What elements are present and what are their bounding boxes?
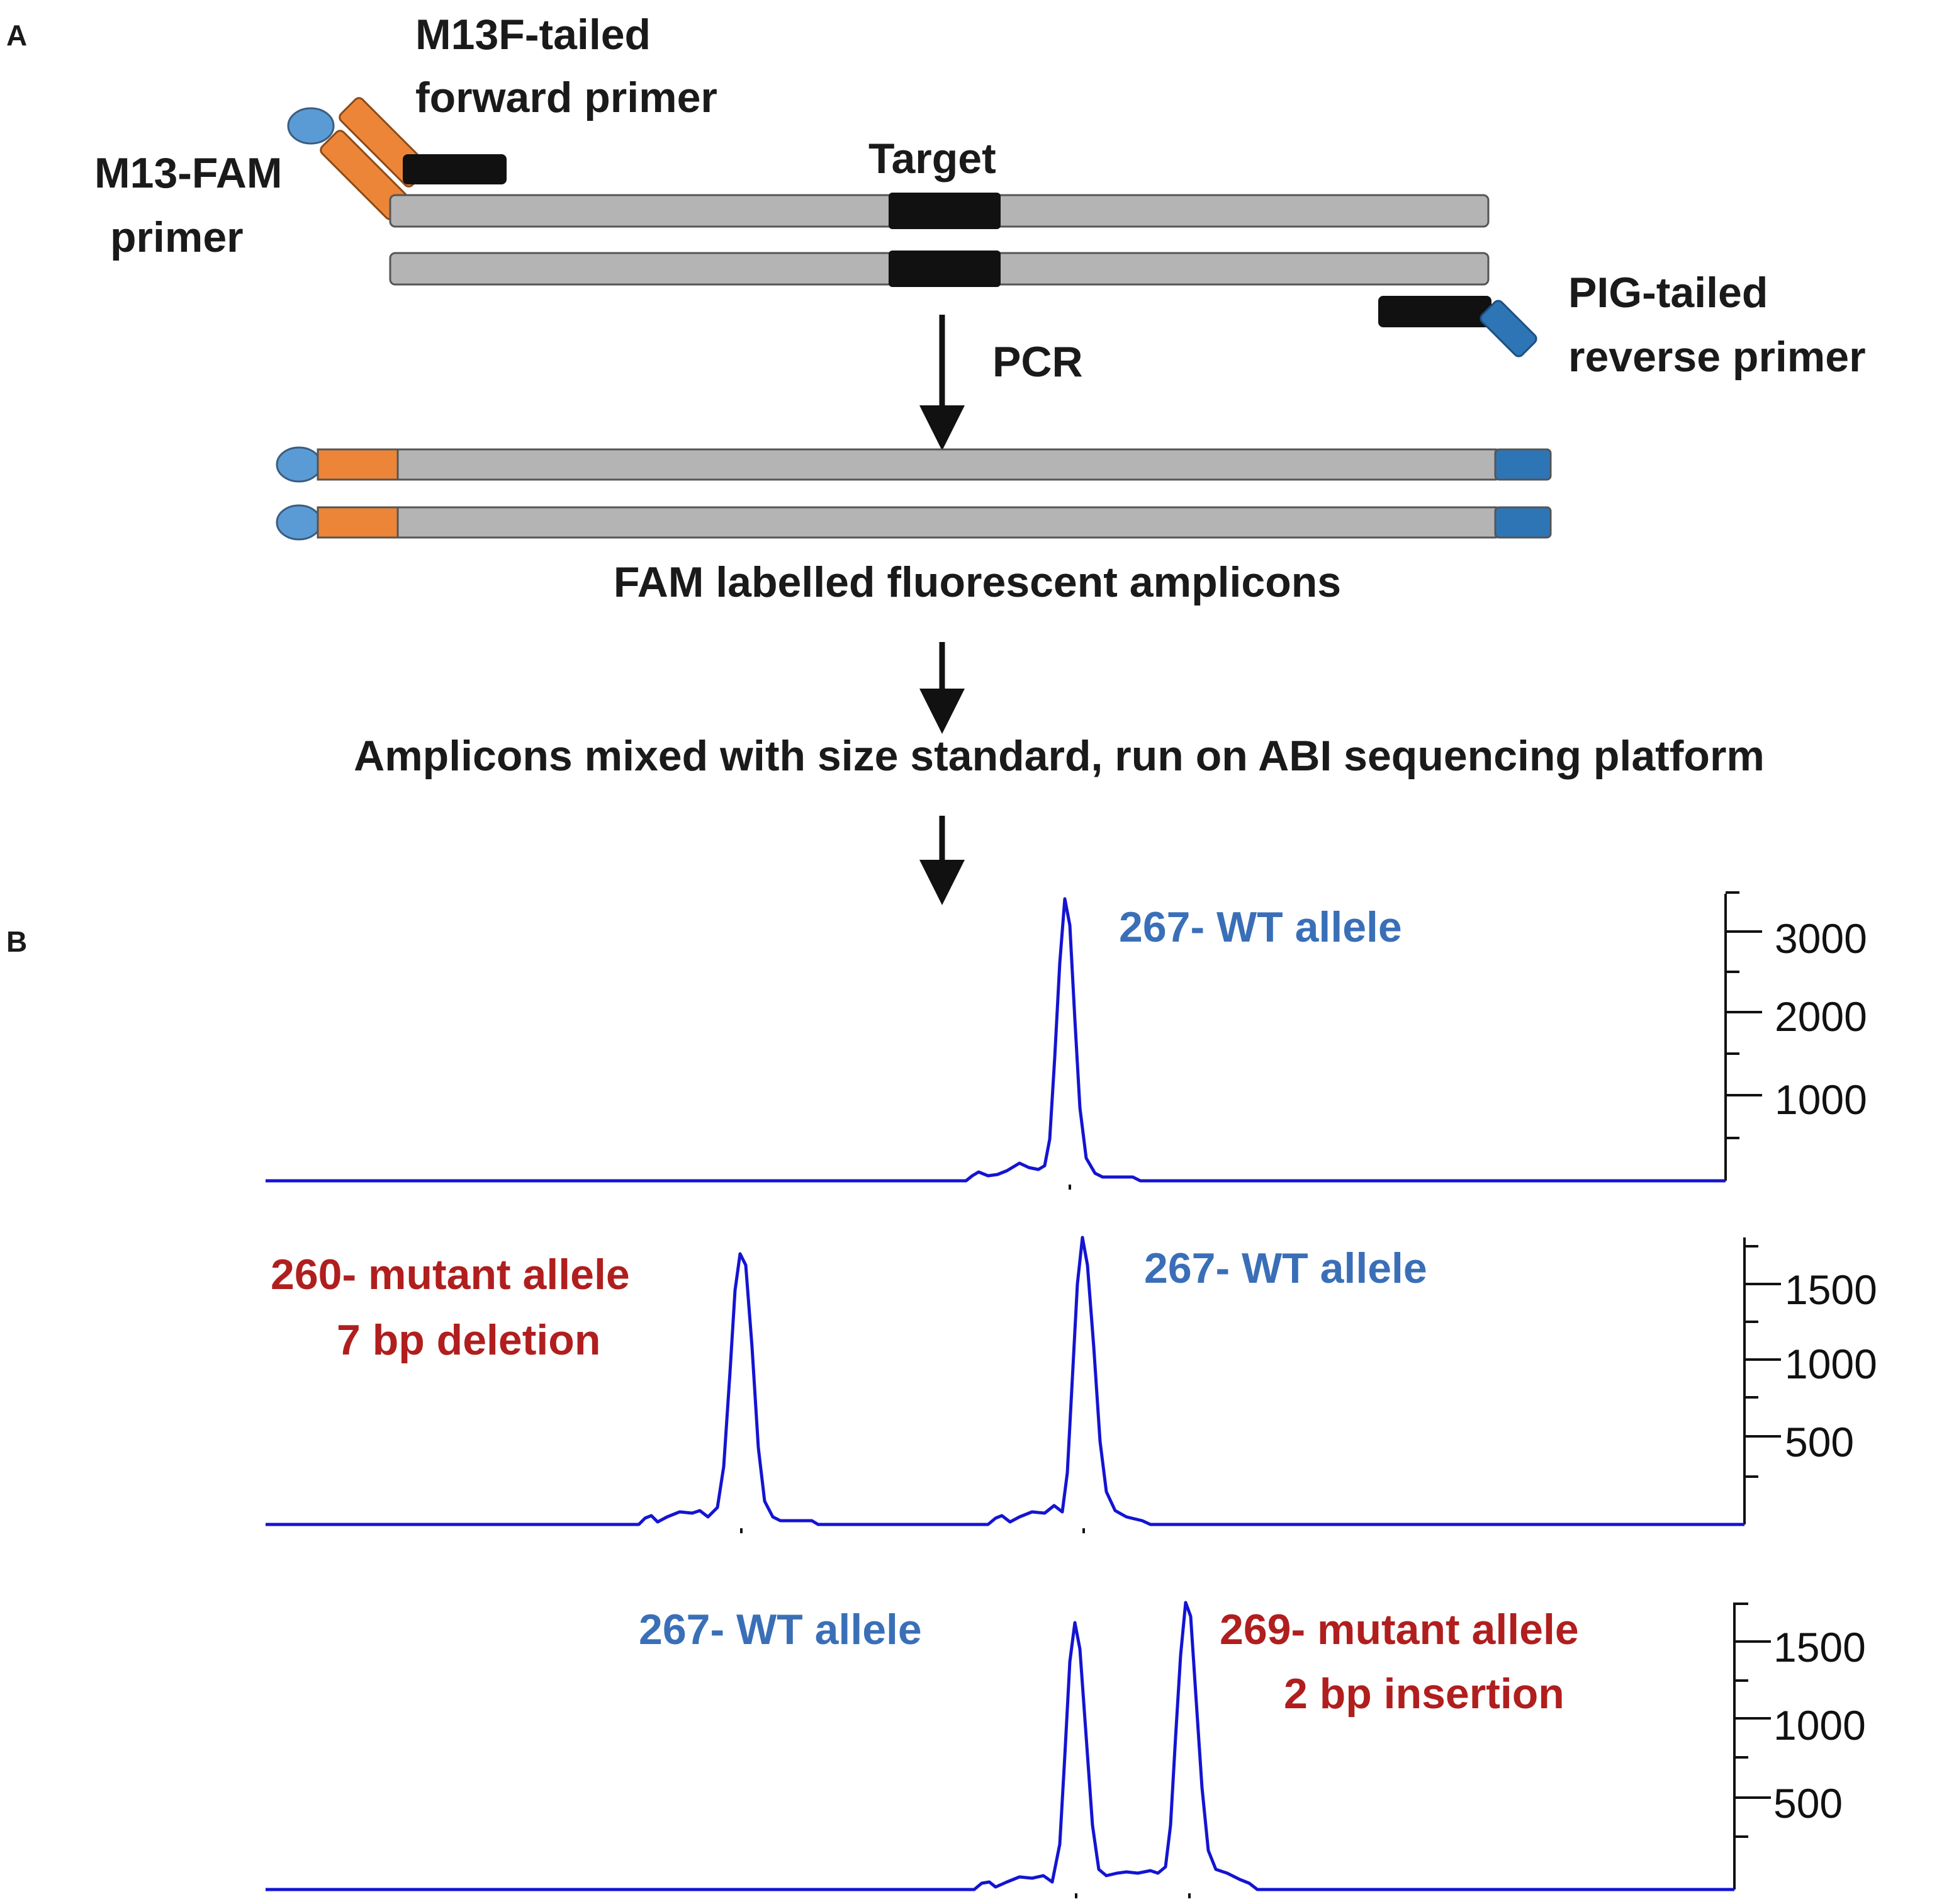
m13f-primer-label-line2: forward primer bbox=[415, 74, 717, 121]
tick-label-3-500: 500 bbox=[1773, 1780, 1843, 1827]
electropherogram-2: 260- mutant allele 7 bp deletion 267- WT… bbox=[266, 1236, 1877, 1533]
panel-b-label: B bbox=[6, 925, 27, 958]
tick-label-3-1000: 1000 bbox=[1773, 1702, 1866, 1749]
peak-label-2-mutant-line1: 260- mutant allele bbox=[271, 1251, 630, 1298]
pig-tail-shape bbox=[1480, 300, 1537, 358]
electropherogram-1: 267- WT allele 3000 2000 1000 bbox=[266, 891, 1867, 1190]
y-ticks-2 bbox=[1744, 1245, 1781, 1478]
tick-label-2-500: 500 bbox=[1785, 1419, 1854, 1465]
tick-label-2-1500: 1500 bbox=[1785, 1266, 1877, 1313]
tick-label-1-2000: 2000 bbox=[1775, 993, 1867, 1040]
amplicon-1 bbox=[276, 446, 1552, 483]
pig-primer-label-line1: PIG-tailed bbox=[1568, 269, 1768, 317]
pig-primer-label-line2: reverse primer bbox=[1568, 333, 1866, 381]
fam-dye-icon bbox=[287, 107, 335, 145]
trace-1 bbox=[266, 897, 1726, 1183]
y-ticks-1 bbox=[1726, 891, 1762, 1139]
peak-label-3-mutant-line1: 269- mutant allele bbox=[1220, 1606, 1579, 1653]
amplicon-2 bbox=[276, 504, 1552, 541]
m13f-primer-label-line1: M13F-tailed bbox=[415, 11, 651, 59]
reverse-primer-shape bbox=[1378, 296, 1491, 327]
peak-label-2-wt: 267- WT allele bbox=[1144, 1244, 1427, 1292]
forward-primer-shape bbox=[403, 154, 507, 184]
peak-label-3-wt: 267- WT allele bbox=[639, 1606, 922, 1653]
pcr-label: PCR bbox=[992, 338, 1083, 386]
tick-label-3-1500: 1500 bbox=[1773, 1624, 1866, 1670]
tick-label-1-3000: 3000 bbox=[1775, 915, 1867, 962]
platform-label: Amplicons mixed with size standard, run … bbox=[354, 732, 1765, 780]
tick-label-2-1000: 1000 bbox=[1785, 1341, 1877, 1387]
peak-label-3-mutant-line2: 2 bp insertion bbox=[1284, 1670, 1564, 1718]
target-label: Target bbox=[868, 135, 996, 183]
m13fam-primer-label-line2: primer bbox=[110, 213, 244, 261]
target-region-bottom bbox=[889, 251, 1001, 287]
panel-a-label: A bbox=[6, 19, 27, 52]
target-region-top bbox=[889, 193, 1001, 229]
peak-label-1-wt: 267- WT allele bbox=[1119, 903, 1402, 951]
trace-2 bbox=[266, 1236, 1744, 1526]
electropherogram-3: 267- WT allele 269- mutant allele 2 bp i… bbox=[266, 1601, 1866, 1898]
trace-3 bbox=[266, 1601, 1734, 1891]
y-ticks-3 bbox=[1734, 1603, 1771, 1838]
tick-label-1-1000: 1000 bbox=[1775, 1076, 1867, 1123]
m13fam-primer-label-line1: M13-FAM bbox=[94, 149, 282, 197]
amplicons-label: FAM labelled fluorescent amplicons bbox=[614, 558, 1341, 606]
peak-label-2-mutant-line2: 7 bp deletion bbox=[337, 1316, 600, 1364]
